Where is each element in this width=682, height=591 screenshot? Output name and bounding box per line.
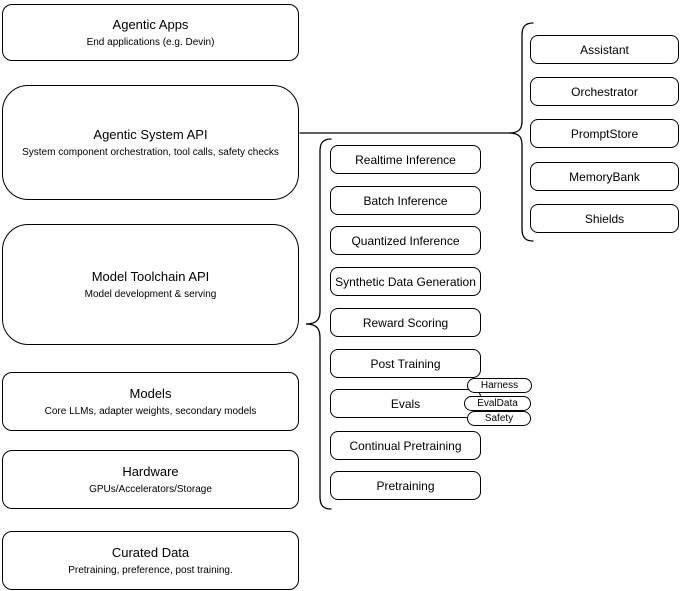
box-hardware-subtitle: GPUs/Accelerators/Storage xyxy=(89,483,212,495)
box-shields-label: Shields xyxy=(584,211,625,226)
box-reward-scoring: Reward Scoring xyxy=(330,308,481,337)
box-promptstore-label: PromptStore xyxy=(570,126,639,141)
box-agentic-apps-subtitle: End applications (e.g. Devin) xyxy=(86,36,215,48)
box-batch-inference-label: Batch Inference xyxy=(363,193,448,208)
box-models-title: Models xyxy=(129,385,172,401)
box-model-toolchain-api-subtitle: Model development & serving xyxy=(84,288,217,300)
box-pretraining: Pretraining xyxy=(330,471,481,500)
box-agentic-system-api: Agentic System API System component orch… xyxy=(2,85,299,200)
box-models: Models Core LLMs, adapter weights, secon… xyxy=(2,372,299,431)
box-synthetic-data-generation: Synthetic Data Generation xyxy=(330,267,481,296)
box-memorybank: MemoryBank xyxy=(530,162,679,191)
pill-evaldata-label: EvalData xyxy=(477,398,518,409)
box-curated-data-subtitle: Pretraining, preference, post training. xyxy=(68,564,233,576)
box-curated-data-title: Curated Data xyxy=(111,544,190,560)
box-reward-scoring-label: Reward Scoring xyxy=(362,315,449,330)
box-agentic-apps: Agentic Apps End applications (e.g. Devi… xyxy=(2,4,299,61)
box-batch-inference: Batch Inference xyxy=(330,186,481,215)
box-memorybank-label: MemoryBank xyxy=(569,169,640,184)
pill-safety: Safety xyxy=(467,411,531,426)
pill-evaldata: EvalData xyxy=(464,396,531,411)
box-pretraining-label: Pretraining xyxy=(376,478,435,493)
box-hardware: Hardware GPUs/Accelerators/Storage xyxy=(2,450,299,509)
box-agentic-system-api-title: Agentic System API xyxy=(93,126,208,142)
toolchain-group-brace xyxy=(305,138,332,510)
box-curated-data: Curated Data Pretraining, preference, po… xyxy=(2,531,299,590)
box-model-toolchain-api-title: Model Toolchain API xyxy=(91,268,210,284)
box-post-training-label: Post Training xyxy=(370,356,441,371)
box-evals: Evals xyxy=(330,389,481,418)
box-synthetic-data-generation-label: Synthetic Data Generation xyxy=(335,274,476,289)
pill-safety-label: Safety xyxy=(484,413,514,424)
pill-harness-label: Harness xyxy=(480,380,519,391)
box-assistant: Assistant xyxy=(530,35,679,64)
box-model-toolchain-api: Model Toolchain API Model development & … xyxy=(2,224,299,345)
box-quantized-inference-label: Quantized Inference xyxy=(351,233,460,248)
box-quantized-inference: Quantized Inference xyxy=(330,226,481,255)
box-realtime-inference: Realtime Inference xyxy=(330,145,481,174)
box-shields: Shields xyxy=(530,204,679,233)
box-hardware-title: Hardware xyxy=(122,463,179,479)
box-post-training: Post Training xyxy=(330,349,481,378)
box-agentic-system-api-subtitle: System component orchestration, tool cal… xyxy=(22,146,279,158)
box-orchestrator: Orchestrator xyxy=(530,77,679,106)
box-models-subtitle: Core LLMs, adapter weights, secondary mo… xyxy=(44,405,257,417)
box-promptstore: PromptStore xyxy=(530,119,679,148)
box-evals-label: Evals xyxy=(390,396,421,411)
box-realtime-inference-label: Realtime Inference xyxy=(355,152,456,167)
box-continual-pretraining: Continual Pretraining xyxy=(330,431,481,460)
box-agentic-apps-title: Agentic Apps xyxy=(112,16,189,32)
box-orchestrator-label: Orchestrator xyxy=(571,84,638,99)
box-continual-pretraining-label: Continual Pretraining xyxy=(349,438,462,453)
box-assistant-label: Assistant xyxy=(580,42,629,57)
pill-harness: Harness xyxy=(467,378,532,393)
